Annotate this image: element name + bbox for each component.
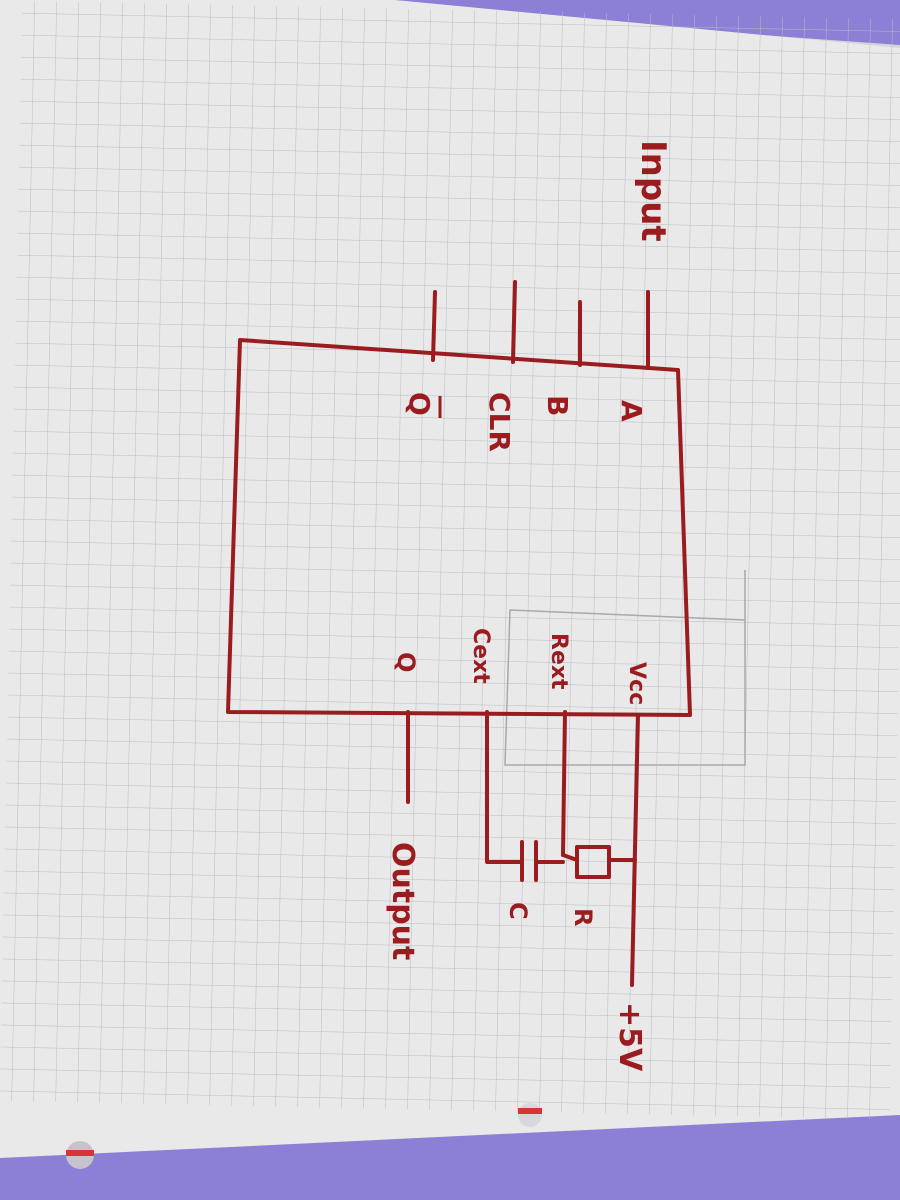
capacitor-label: C (504, 902, 532, 920)
wire-supply (630, 713, 640, 987)
resistor-label: R (569, 908, 597, 926)
pin-q-label: Q (392, 652, 420, 672)
wire-pin-qbar (431, 290, 437, 362)
notebook-binding-bottom (0, 1110, 900, 1200)
pin-a-label: A (615, 400, 648, 422)
input-label: Input (633, 140, 673, 242)
graph-paper-grid (0, 0, 900, 1120)
pin-rext-label: Rext (546, 633, 571, 690)
pin-b-label: B (541, 395, 574, 416)
output-label: Output (385, 842, 420, 960)
pin-qbar-label: Q (403, 392, 436, 416)
wire-resistor (561, 853, 637, 862)
binder-hole (518, 1103, 542, 1127)
ic-chip-outline (226, 338, 692, 717)
capacitor-symbol (520, 840, 565, 882)
pin-cext-label: Cext (468, 628, 493, 684)
wire-rext (561, 710, 567, 857)
pin-clr-label: CLR (483, 392, 516, 452)
binder-hole-tab (518, 1108, 542, 1114)
wire-pin-clr (511, 280, 517, 364)
pin-vcc-label: Vcc (624, 662, 649, 705)
circuit-drawing (226, 280, 692, 987)
wire-cext (485, 710, 524, 864)
supply-label: +5V (612, 1002, 647, 1072)
binder-hole-tab (66, 1150, 94, 1156)
